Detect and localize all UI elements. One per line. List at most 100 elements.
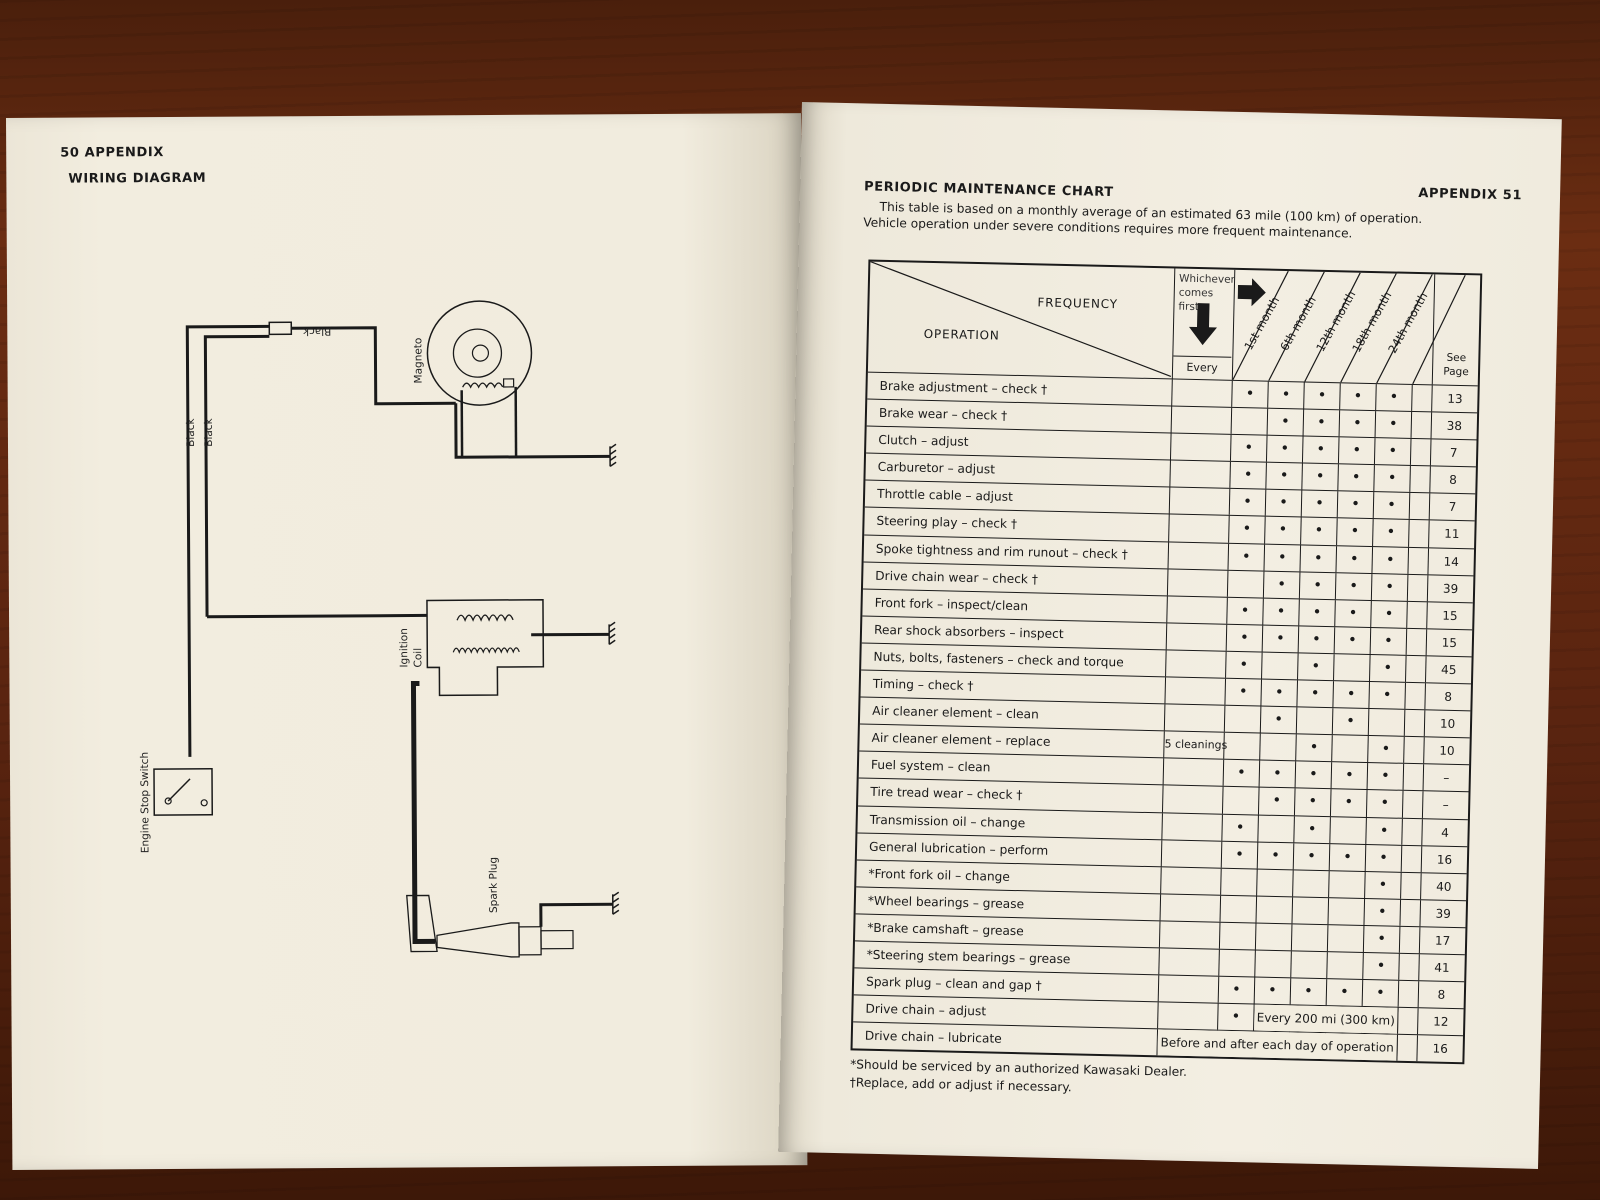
month-cell: • <box>1221 841 1259 869</box>
every-cell <box>1164 704 1226 732</box>
month-cell: • <box>1267 408 1305 436</box>
page-header-right: APPENDIX 51 <box>1418 186 1523 204</box>
month-cell: • <box>1295 761 1333 789</box>
month-cell: • <box>1331 762 1369 790</box>
month-cell: • <box>1339 410 1377 438</box>
month-cell: • <box>1340 383 1377 411</box>
magneto-hub <box>471 344 490 362</box>
month-cell <box>1334 654 1371 682</box>
month-cell: • <box>1303 409 1341 437</box>
wire-to-magneto <box>291 326 456 406</box>
every-cell <box>1158 975 1220 1003</box>
label-magneto: Magneto <box>412 338 424 384</box>
month-cell: • <box>1225 678 1263 706</box>
every-cell <box>1162 812 1223 841</box>
month-cell: • <box>1369 682 1406 709</box>
see-page-cell: 17 <box>1418 927 1466 955</box>
every-cell <box>1166 650 1227 678</box>
month-cell <box>1291 951 1328 979</box>
month-cell: • <box>1266 435 1304 463</box>
magneto-ground-wire <box>454 403 611 459</box>
month-cell <box>1224 705 1262 733</box>
month-cell: • <box>1366 790 1404 818</box>
month-cell <box>1328 897 1366 925</box>
label-black-outer: Black <box>185 418 197 447</box>
span-note-cell: Every 200 mi (300 km) <box>1254 1004 1399 1035</box>
see-page-cell: 39 <box>1426 574 1474 603</box>
month-cell: • <box>1257 842 1295 870</box>
month-cell: • <box>1218 976 1256 1004</box>
every-cell <box>1172 379 1233 407</box>
month-cell: • <box>1228 543 1266 571</box>
whichever-line: Whichever <box>1178 272 1236 286</box>
month-cell: • <box>1260 706 1298 734</box>
wire-black-inner <box>203 334 270 617</box>
month-cell: • <box>1232 380 1269 408</box>
wiring-diagram: Black Black Black Magneto Ignition Coil … <box>139 300 620 958</box>
magneto-rotor <box>452 328 503 378</box>
month-cell <box>1329 870 1366 898</box>
spark-plug-hex <box>518 926 542 956</box>
month-cell <box>1220 895 1258 923</box>
month-cell: • <box>1337 518 1374 546</box>
see-page-cell: 4 <box>1421 818 1468 846</box>
see-page-cell: 16 <box>1420 845 1468 873</box>
magneto-points <box>502 378 515 388</box>
month-cell: • <box>1370 654 1407 682</box>
month-cell <box>1231 407 1269 435</box>
high-tension-lead <box>410 680 436 945</box>
wire-black-outer <box>185 324 270 757</box>
see-page-cell: 14 <box>1427 547 1475 576</box>
month-cell: • <box>1368 736 1405 764</box>
month-cell: • <box>1374 465 1411 493</box>
month-cell: • <box>1265 517 1302 544</box>
every-cell <box>1160 894 1222 922</box>
month-cell: • <box>1222 814 1259 842</box>
spark-plug-body <box>436 922 520 958</box>
month-cell <box>1257 869 1294 897</box>
see-page-cell: 10 <box>1423 737 1470 765</box>
month-cell: • <box>1294 788 1332 816</box>
month-cell: • <box>1373 519 1410 547</box>
operation-cell: Drive chain – lubricate <box>852 1022 1159 1056</box>
chart-intro-paragraph: This table is based on a monthly average… <box>863 199 1423 241</box>
month-cell: • <box>1337 491 1375 519</box>
every-cell: 5 cleanings <box>1164 731 1227 760</box>
see-page-cell: 15 <box>1425 629 1473 657</box>
every-cell <box>1168 542 1230 570</box>
month-cell: • <box>1375 411 1413 439</box>
see-page-cell: 16 <box>1416 1035 1463 1063</box>
left-page: 50 APPENDIX WIRING DIAGRAM <box>6 113 808 1170</box>
month-cell: • <box>1259 760 1297 788</box>
every-cell <box>1165 677 1227 705</box>
month-cell <box>1260 733 1297 761</box>
see-page-cell: 41 <box>1418 954 1465 982</box>
see-page-cell: 7 <box>1428 493 1476 521</box>
month-cell: • <box>1370 627 1408 655</box>
every-cell <box>1167 569 1229 597</box>
month-cell: • <box>1301 490 1339 518</box>
month-cell <box>1258 815 1295 842</box>
table-header-row: FREQUENCY OPERATION Whichever comes firs… <box>867 261 1481 387</box>
header-see-page: See Page <box>1431 274 1481 386</box>
see-page-cell: 13 <box>1431 385 1478 413</box>
see-page-cell: 40 <box>1420 872 1467 901</box>
month-cell <box>1293 870 1330 897</box>
month-cell <box>1255 923 1293 951</box>
month-cell: • <box>1334 627 1372 654</box>
month-cell <box>1291 924 1329 952</box>
month-cell: • <box>1261 679 1299 707</box>
month-cell: • <box>1254 977 1292 1005</box>
page-line: Page <box>1443 365 1469 379</box>
every-cell <box>1169 487 1231 516</box>
month-cell <box>1224 732 1261 760</box>
month-cell: • <box>1264 544 1302 572</box>
month-cell: • <box>1263 571 1301 599</box>
month-cell: • <box>1335 599 1372 627</box>
month-cell: • <box>1330 789 1368 817</box>
month-cell <box>1330 816 1367 844</box>
month-cell: • <box>1365 871 1402 899</box>
ground-symbol-middle <box>608 621 616 645</box>
engine-stop-switch-box <box>153 767 214 816</box>
see-line: See <box>1446 351 1467 365</box>
